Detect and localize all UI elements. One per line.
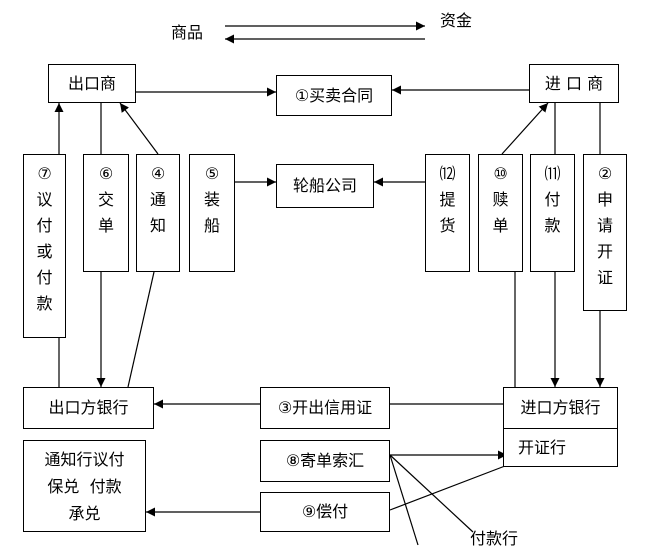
arrow-step10-to-importer bbox=[501, 102, 549, 155]
step4-char: 知 bbox=[149, 216, 166, 235]
notify-bank-line1: 通知行议付 bbox=[44, 449, 125, 469]
step10-number: ⑩ bbox=[493, 164, 508, 183]
step4-box: ④ 通知 bbox=[136, 154, 180, 272]
importer-box: 进 口 商 bbox=[529, 64, 619, 103]
step7-number: ⑦ bbox=[37, 164, 52, 183]
paying-bank-label: 付款行 bbox=[470, 529, 519, 548]
reimburse-box: ⑨偿付 bbox=[260, 492, 390, 532]
notify-bank-line3: 承兑 bbox=[68, 503, 101, 523]
exporter-box: 出口商 bbox=[48, 64, 136, 103]
step2-char: 申 bbox=[596, 190, 613, 209]
step2-box: ② 申请开证 bbox=[583, 154, 627, 311]
step5-char: 装 bbox=[203, 190, 220, 209]
issuing-bank-box: 开证行 bbox=[503, 428, 618, 467]
importer-bank-box: 进口方银行 bbox=[503, 387, 618, 429]
notify-bank-box: 通知行议付 保兑 付款 承兑 bbox=[23, 440, 146, 532]
step6-number: ⑥ bbox=[98, 164, 114, 183]
step11-char: 付 bbox=[544, 190, 561, 209]
notify-bank-line2: 保兑 付款 bbox=[47, 476, 122, 496]
step11-char: 款 bbox=[544, 216, 561, 235]
step10-char: 单 bbox=[492, 216, 509, 235]
step10-box: ⑩ 赎单 bbox=[478, 154, 523, 272]
contract-box: ①买卖合同 bbox=[276, 75, 392, 116]
step12-char: 提 bbox=[439, 190, 456, 209]
step5-char: 船 bbox=[203, 216, 220, 235]
exporter-bank-box: 出口方银行 bbox=[23, 387, 154, 429]
shipping-company-box: 轮船公司 bbox=[276, 164, 374, 208]
step10-char: 赎 bbox=[492, 190, 509, 209]
line-bank-to-step4 bbox=[127, 271, 155, 388]
step7-char: 议 bbox=[36, 190, 53, 209]
step12-char: 货 bbox=[439, 216, 456, 235]
line-issuing-bank-to-reimburse bbox=[389, 465, 506, 511]
step2-char: 请 bbox=[596, 216, 613, 235]
step5-box: ⑤ 装船 bbox=[189, 154, 235, 272]
step12-box: ⑿ 提货 bbox=[425, 154, 470, 272]
step6-box: ⑥ 交单 bbox=[83, 154, 129, 272]
step6-char: 交 bbox=[97, 190, 114, 209]
step7-char: 付 bbox=[36, 268, 53, 287]
step4-number: ④ bbox=[150, 164, 166, 183]
step2-number: ② bbox=[597, 164, 613, 183]
step7-char: 付 bbox=[36, 216, 53, 235]
open-lc-box: ③开出信用证 bbox=[260, 387, 390, 429]
step4-char: 通 bbox=[149, 190, 166, 209]
step2-char: 证 bbox=[596, 268, 613, 287]
step11-box: ⑾ 付款 bbox=[530, 154, 575, 272]
step12-number: ⑿ bbox=[439, 164, 456, 183]
step2-char: 开 bbox=[596, 242, 613, 261]
step5-number: ⑤ bbox=[204, 164, 220, 183]
step7-char: 或 bbox=[36, 242, 53, 261]
step6-char: 单 bbox=[97, 216, 114, 235]
arrow-step4-to-exporter bbox=[119, 102, 159, 155]
line-docs-to-paying-bank-2 bbox=[389, 454, 419, 546]
legend-goods-label: 商品 bbox=[171, 23, 204, 42]
legend-funds-label: 资金 bbox=[440, 11, 473, 30]
step7-char: 款 bbox=[36, 294, 53, 313]
step11-number: ⑾ bbox=[544, 164, 561, 183]
send-docs-box: ⑧寄单索汇 bbox=[260, 440, 390, 482]
line-docs-to-paying-bank-1 bbox=[389, 454, 474, 533]
